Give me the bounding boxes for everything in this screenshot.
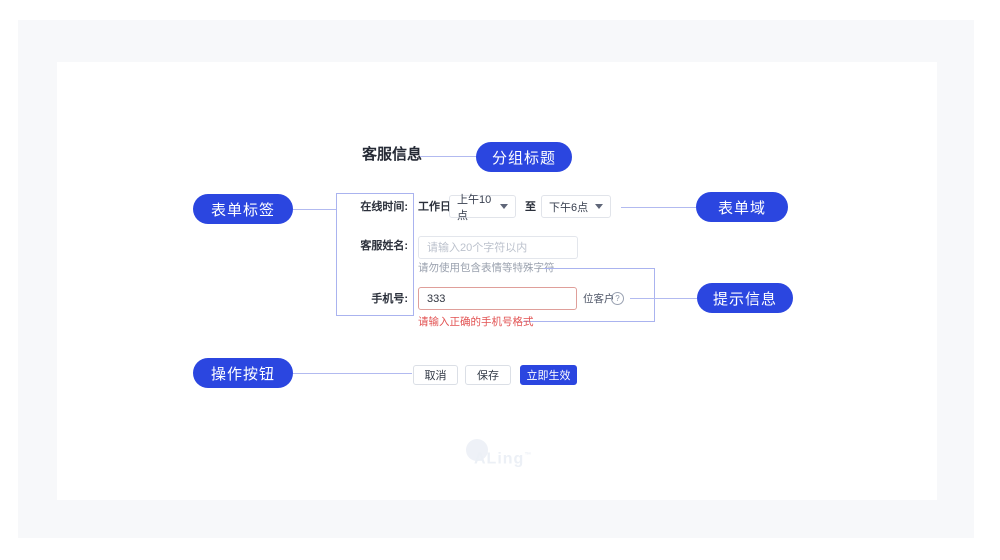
phone-input[interactable] [418, 287, 577, 310]
annotation-action-buttons: 操作按钮 [193, 358, 293, 388]
label-phone: 手机号: [371, 293, 408, 305]
label-column-bracket [336, 193, 414, 316]
label-online-time: 在线时间: [360, 201, 408, 213]
hint-bracket-bottom [523, 321, 655, 322]
form-card [57, 62, 937, 500]
connector-form-field [621, 207, 696, 208]
online-time-prefix: 工作日 [418, 201, 451, 213]
hint-bracket-right [654, 268, 655, 322]
select-end-time[interactable]: 下午6点 [541, 195, 611, 218]
watermark: ALing™ [474, 448, 532, 467]
hint-bracket-top [543, 268, 655, 269]
watermark-logo-circle [466, 439, 488, 461]
select-start-time-value: 上午10点 [457, 193, 492, 222]
watermark-text: ALing [474, 450, 525, 468]
group-title: 客服信息 [362, 146, 423, 163]
annotation-form-field: 表单域 [696, 192, 788, 222]
select-end-time-value: 下午6点 [549, 201, 589, 214]
phone-error-message: 请输入正确的手机号格式 [418, 316, 534, 328]
annotation-hint-info: 提示信息 [697, 283, 793, 313]
cancel-button[interactable]: 取消 [413, 365, 458, 385]
connector-action-buttons [293, 373, 412, 374]
phone-suffix: 位客户 [583, 293, 615, 305]
label-agent-name: 客服姓名: [360, 240, 408, 252]
agent-name-input[interactable] [418, 236, 578, 259]
select-start-time[interactable]: 上午10点 [449, 194, 516, 222]
save-button[interactable]: 保存 [465, 365, 511, 385]
connector-form-label [293, 209, 336, 210]
connector-group-title [420, 156, 476, 157]
annotation-form-label: 表单标签 [193, 194, 293, 224]
help-icon[interactable]: ? [611, 292, 624, 305]
agent-name-hint: 请勿使用包含表情等特殊字符 [418, 262, 555, 274]
connector-hint-info [630, 298, 697, 299]
apply-button[interactable]: 立即生效 [520, 365, 577, 385]
caret-down-icon [500, 204, 508, 209]
online-time-to: 至 [525, 201, 536, 213]
annotation-group-title: 分组标题 [476, 142, 572, 172]
watermark-tm: ™ [524, 452, 533, 459]
caret-down-icon [595, 204, 603, 209]
